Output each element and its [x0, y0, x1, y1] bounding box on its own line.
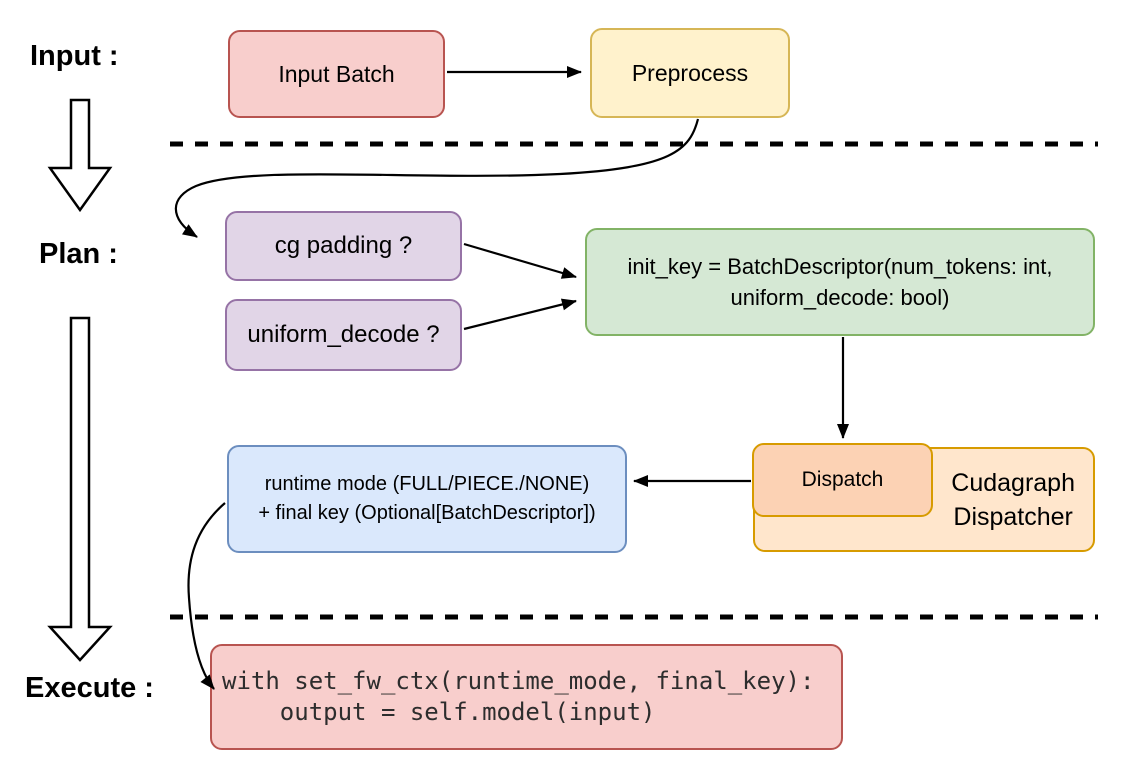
dispatch-node: Dispatch: [752, 443, 933, 517]
uniform-decode-label: uniform_decode ?: [247, 321, 440, 348]
cg-padding-label: cg padding ?: [274, 232, 413, 259]
stage-arrow-plan-to-execute: [47, 316, 113, 662]
dispatch-label: Dispatch: [801, 468, 884, 491]
cg-padding-node: cg padding ?: [225, 211, 462, 281]
preprocess-label: Preprocess: [631, 59, 749, 86]
runtime-mode-node: runtime mode (FULL/PIECE./NONE) + final …: [227, 445, 627, 553]
cudagraph-dispatcher-label: Cudagraph Dispatcher: [951, 468, 1075, 531]
stage-arrow-input-to-plan: [47, 98, 113, 213]
execute-code-node: with set_fw_ctx(runtime_mode, final_key)…: [210, 644, 843, 750]
runtime-mode-label: runtime mode (FULL/PIECE./NONE) + final …: [258, 473, 596, 524]
init-key-node: init_key = BatchDescriptor(num_tokens: i…: [585, 228, 1095, 336]
execute-code-label: with set_fw_ctx(runtime_mode, final_key)…: [222, 667, 815, 726]
arrow-uniform-decode-to-init-key: [463, 298, 577, 331]
arrow-cg-padding-to-init-key: [463, 242, 577, 279]
input-batch-node: Input Batch: [228, 30, 445, 118]
uniform-decode-node: uniform_decode ?: [225, 299, 462, 371]
stage-label-execute: Execute :: [25, 672, 154, 704]
init-key-label: init_key = BatchDescriptor(num_tokens: i…: [627, 254, 1053, 310]
input-batch-label: Input Batch: [278, 60, 395, 87]
preprocess-node: Preprocess: [590, 28, 790, 118]
stage-label-input: Input :: [30, 40, 119, 72]
stage-label-plan: Plan :: [39, 238, 118, 270]
